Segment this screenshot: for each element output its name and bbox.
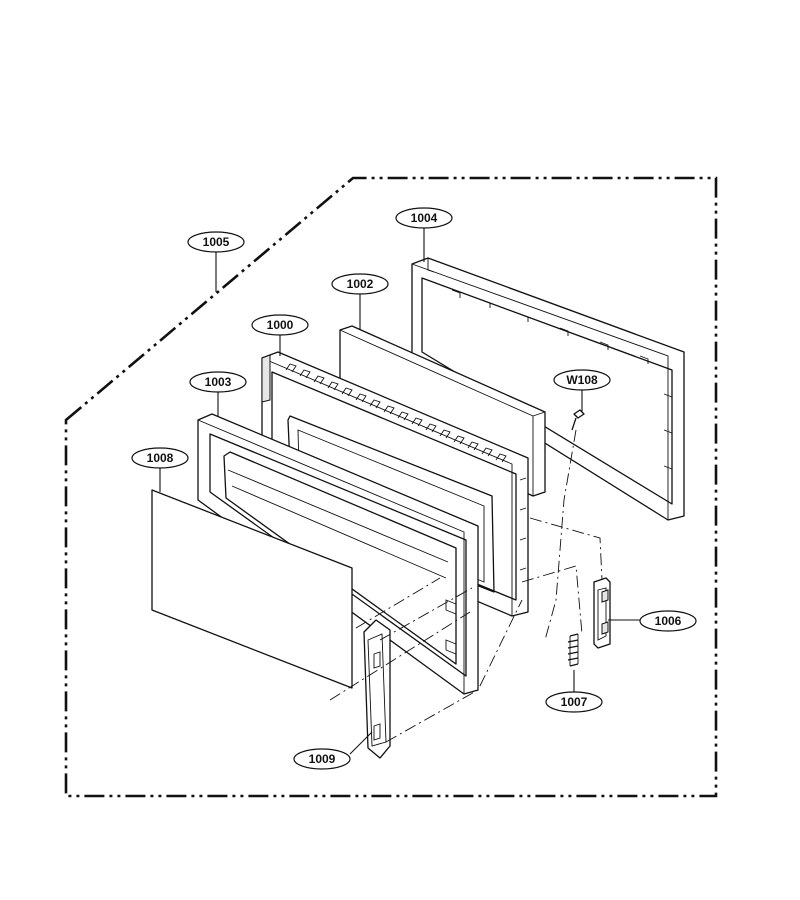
callout-1009-label: 1009 <box>309 752 336 766</box>
callout-1003: 1003 <box>189 371 247 393</box>
callout-1000-label: 1000 <box>267 318 294 332</box>
leader-lines <box>159 227 646 755</box>
assembly-boundary <box>64 176 718 798</box>
callout-1008-label: 1008 <box>147 451 174 465</box>
callout-1006: 1006 <box>639 610 697 632</box>
callout-1007: 1007 <box>545 691 603 713</box>
callout-1004: 1004 <box>395 207 453 229</box>
callout-1006-label: 1006 <box>655 614 682 628</box>
callout-1002: 1002 <box>331 273 389 295</box>
part-1009-handle <box>363 619 391 759</box>
callout-1002-label: 1002 <box>347 277 374 291</box>
part-1008-front-glass <box>151 489 353 689</box>
callout-1003-label: 1003 <box>205 375 232 389</box>
alignment-lines <box>329 429 603 743</box>
callout-1000: 1000 <box>251 314 309 336</box>
callout-W108-label: W108 <box>566 373 598 387</box>
callout-1008: 1008 <box>131 447 189 469</box>
callout-1004-label: 1004 <box>411 211 438 225</box>
callout-W108: W108 <box>553 369 611 391</box>
part-1007-spring <box>567 633 579 667</box>
part-1006-latch <box>593 577 611 649</box>
callout-1005: 1005 <box>187 231 245 253</box>
callout-1007-label: 1007 <box>561 695 588 709</box>
callout-1009: 1009 <box>293 748 351 770</box>
callout-1005-label: 1005 <box>203 235 230 249</box>
